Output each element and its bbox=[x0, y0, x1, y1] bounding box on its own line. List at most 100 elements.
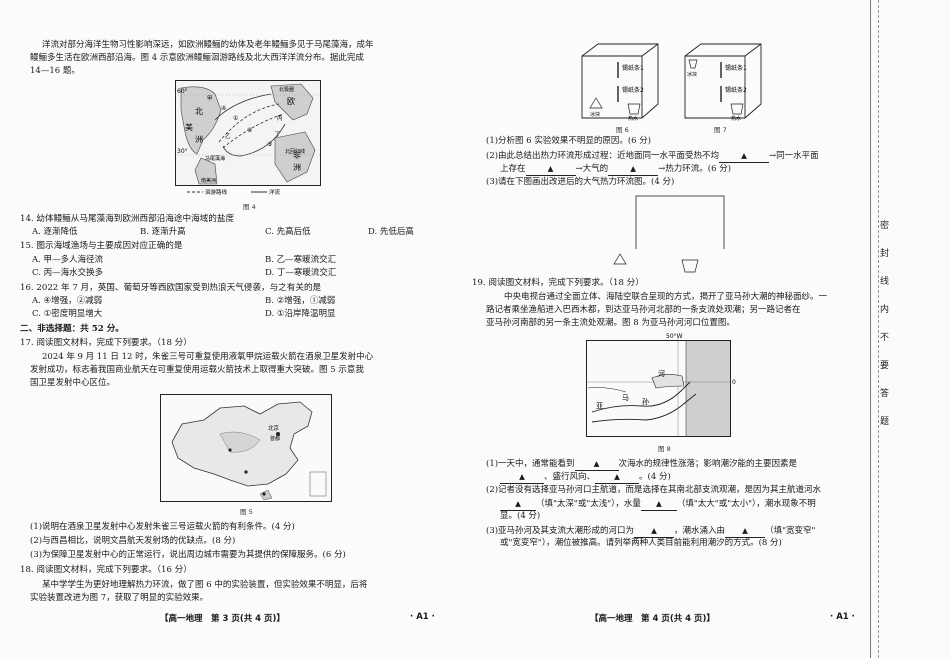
q15-option-d: D. 丁—寒暖流交汇 bbox=[265, 268, 337, 278]
binding-char-6: 要 bbox=[880, 361, 890, 371]
intro-line-2: 鳗鲡多生活在欧洲西部沿海。图 4 示意欧洲鳗鲡洄游路线及北大西洋洋流分布。据此完… bbox=[30, 53, 364, 63]
blank-marker: ▲ bbox=[519, 472, 525, 481]
figure-8-map: 50°W 0° 河 亚 马 孙 bbox=[586, 332, 739, 442]
q19-p3-c: （填"宽变窄" bbox=[765, 526, 816, 536]
q19-p3-a: (3)亚马孙河及其支流大潮形成的河口为 bbox=[486, 526, 635, 536]
q19-p2-b: （填"太深"或"太浅"），水量 bbox=[536, 499, 641, 509]
fig6-ice: 冰块 bbox=[590, 111, 600, 118]
q19-p1-a: (1)一天中，通常能看到 bbox=[486, 459, 575, 469]
label-beijing: 北京 bbox=[268, 424, 280, 432]
q14-option-d: D. 先低后高 bbox=[368, 227, 414, 237]
answer-blank[interactable]: ▲ bbox=[640, 498, 677, 511]
q19-material-1: 中央电视台通过全面立体、海陆空联合呈现的方式，揭开了亚马孙大潮的神秘面纱。一 bbox=[504, 292, 828, 302]
q18-part-2-cont: 上存在▲→大气的▲→热力环流。(6 分) bbox=[500, 163, 731, 176]
blank-marker: ▲ bbox=[741, 151, 747, 160]
answer-blank[interactable]: ▲ bbox=[574, 458, 619, 471]
q17-title: 17. 阅读图文材料，完成下列要求。（18 分） bbox=[20, 338, 192, 348]
binding-char-3: 线 bbox=[880, 277, 890, 287]
q18-part-2: (2)由此总结出热力环流形成过程：近地面同一水平面受热不均▲→同一水平面 bbox=[486, 150, 819, 163]
answer-blank[interactable]: ▲ bbox=[500, 498, 536, 511]
q17-part-3: (3)为保障卫星发射中心的正常运行，说出周边城市需要为其提供的保障服务。(6 分… bbox=[30, 550, 346, 560]
answer-blank[interactable]: ▲ bbox=[525, 163, 576, 176]
q19-title: 19. 阅读图文材料，完成下列要求。（18 分） bbox=[472, 278, 644, 288]
binding-char-4: 内 bbox=[880, 305, 890, 315]
blank-marker: ▲ bbox=[614, 472, 620, 481]
q16-option-b: B. ②增强，①减弱 bbox=[265, 296, 336, 306]
label-he: 河 bbox=[658, 370, 665, 378]
label-yi: 乙 bbox=[225, 133, 231, 140]
label-lat30: 30° bbox=[177, 148, 188, 155]
q15-option-b: B. 乙—寒暖流交汇 bbox=[265, 255, 337, 265]
binding-char-1: 密 bbox=[880, 221, 890, 231]
label-jia: 甲 bbox=[207, 95, 213, 102]
q18-part-3: (3)请在下图画出改进后的大气热力环流图。(4 分) bbox=[486, 177, 675, 187]
q14-stem: 14. 幼体鳗鲡从马尾藻海到欧洲西部沿海途中海域的盐度 bbox=[20, 214, 235, 224]
label-capital: 首都 bbox=[270, 435, 280, 442]
q19-p3-b: ，潮水涌入由 bbox=[674, 526, 726, 536]
fig7-strip1: 锡纸条1 bbox=[725, 64, 747, 72]
figure-6-apparatus: 锡纸条1 锡纸条2 冰块 热水 bbox=[572, 40, 662, 122]
binding-char-7: 答 bbox=[880, 389, 890, 399]
intro-line-3: 14—16 题。 bbox=[30, 66, 80, 76]
q17-material-1: 2024 年 9 月 11 日 12 时，朱雀三号可重复使用液氧甲烷运载火箭在酒… bbox=[42, 352, 374, 362]
q19-material-3: 亚马孙河南部的另一条主流处观潮。图 8 为亚马孙河河口位置图。 bbox=[486, 318, 735, 328]
label-europe: 欧 bbox=[287, 96, 295, 106]
page-3-code: · A1 · bbox=[410, 612, 435, 622]
label-lat60: 60° bbox=[177, 88, 188, 95]
page-4-footer: 【高一地理 第 4 页(共 4 页)】 bbox=[590, 614, 715, 624]
q18-part-2-cont-a: 上存在 bbox=[500, 164, 526, 174]
blank-marker: ▲ bbox=[515, 499, 521, 508]
q16-stem: 16. 2022 年 7 月，英国、葡萄牙等西欧国家受到热浪天气侵袭，与之有关的… bbox=[20, 283, 322, 293]
q17-material-2: 发射成功，标志着我国商业航天在可重复使用运载火箭技术上取得重大突破。图 5 示意… bbox=[30, 365, 364, 375]
fig4-caption: 图 4 bbox=[243, 203, 256, 211]
cut-line bbox=[878, 0, 879, 658]
q19-part-1-cont: ▲、盛行风向、▲。(4 分) bbox=[500, 471, 671, 484]
label-north: 北 bbox=[195, 107, 203, 116]
label-ya: 亚 bbox=[596, 402, 603, 410]
fig6-strip2: 锡纸条2 bbox=[622, 86, 644, 94]
answer-blank[interactable]: ▲ bbox=[634, 525, 675, 538]
figure-4-map: 60° 30° 北极圈 北 美 洲 欧 非 洲 马尾藻海 北回归线 南美洲 ① … bbox=[175, 80, 321, 198]
label-n2: ② bbox=[247, 127, 253, 134]
answer-blank[interactable]: ▲ bbox=[608, 163, 659, 176]
q16-option-c: C. ①密度明显增大 bbox=[32, 309, 103, 319]
intro-line-1: 洋流对部分海洋生物习性影响深远，如欧洲鳗鲡的幼体及老年鳗鲡多见于马尾藻海，成年 bbox=[42, 40, 374, 50]
right-page: 锡纸条1 锡纸条2 冰块 热水 图 6 锡纸条1 锡纸条2 冰块 热水 图 7 … bbox=[470, 0, 870, 658]
fig8-caption: 图 8 bbox=[658, 445, 671, 453]
legend-current: 洋流 bbox=[269, 188, 281, 196]
q14-option-c: C. 先高后低 bbox=[265, 227, 311, 237]
drawing-area[interactable] bbox=[610, 194, 730, 276]
q19-part-2: (2)记者没有选择亚马孙河口主航道，而是选择在其南北部支流观潮，是因为其主航道河… bbox=[486, 485, 822, 495]
legend-route: 洄游路线 bbox=[205, 188, 228, 196]
q18-part-2-cont-c: →热力环流。(6 分) bbox=[658, 164, 732, 174]
answer-blank[interactable]: ▲ bbox=[595, 471, 640, 484]
binding-char-5: 不 bbox=[880, 333, 890, 343]
blank-marker: ▲ bbox=[651, 526, 657, 535]
answer-blank[interactable]: ▲ bbox=[719, 150, 770, 163]
page-4-code: · A1 · bbox=[830, 612, 855, 622]
label-america: 美 bbox=[185, 122, 193, 132]
q19-part-2-cont: ▲（填"太深"或"太浅"），水量▲（填"太大"或"太小"），潮水现象不明 bbox=[500, 498, 816, 511]
binding-char-2: 封 bbox=[880, 249, 890, 259]
fig7-strip2: 锡纸条2 bbox=[725, 86, 747, 94]
label-ma: 马 bbox=[622, 394, 629, 402]
label-bing: 丙 bbox=[277, 115, 283, 122]
q18-part-2-tail: →同一水平面 bbox=[769, 151, 819, 161]
q18-material-1: 某中学学生为更好地理解热力环流，做了图 6 中的实验装置，但实验效果不明显，后将 bbox=[42, 580, 368, 590]
q18-title: 18. 阅读图文材料，完成下列要求。（16 分） bbox=[20, 565, 192, 575]
label-sun: 孙 bbox=[642, 397, 649, 406]
fig5-caption: 图 5 bbox=[240, 508, 253, 516]
answer-blank[interactable]: ▲ bbox=[500, 471, 544, 484]
q17-material-3: 国卫星发射中心区位。 bbox=[30, 378, 116, 388]
label-africa: 非 bbox=[293, 150, 301, 160]
section-2-heading: 二、非选择题：共 52 分。 bbox=[20, 324, 124, 334]
q17-part-1: (1)说明在酒泉卫星发射中心发射朱雀三号运载火箭的有利条件。(4 分) bbox=[30, 522, 295, 532]
blank-marker: ▲ bbox=[593, 459, 600, 468]
q19-part-1: (1)一天中，通常能看到 ▲ 次海水的规律性涨落；影响潮汐能的主要因素是 bbox=[486, 458, 797, 471]
blank-marker: ▲ bbox=[630, 164, 637, 173]
figure-7-apparatus: 锡纸条1 锡纸条2 冰块 热水 bbox=[675, 40, 765, 122]
q14-option-a: A. 逐渐降低 bbox=[32, 227, 78, 237]
q19-p1-b: 次海水的规律性涨落；影响潮汐能的主要因素是 bbox=[618, 459, 798, 469]
answer-blank[interactable]: ▲ bbox=[725, 525, 766, 538]
q15-option-a: A. 甲—多人海径流 bbox=[32, 255, 104, 265]
